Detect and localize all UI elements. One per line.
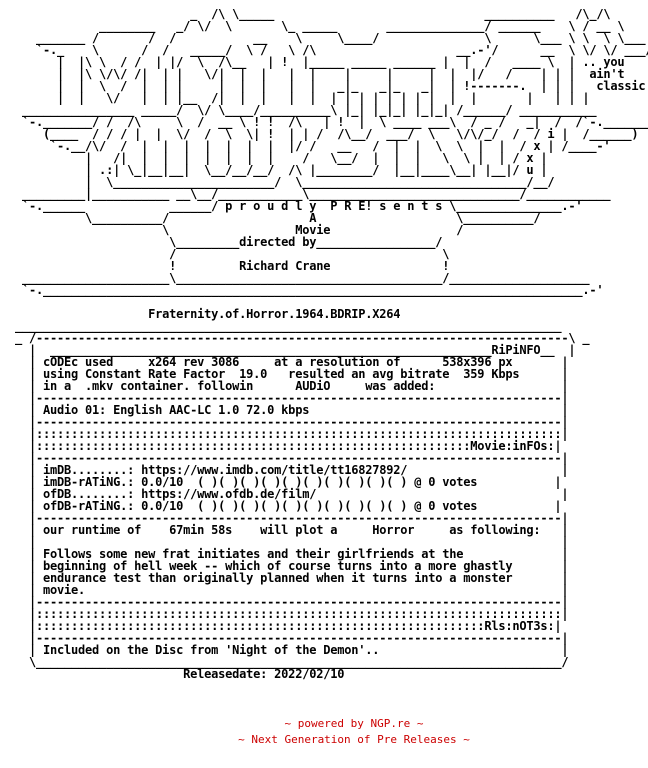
footer-powered-by: ~ powered by NGP.re ~: [284, 717, 424, 730]
footer-tagline: ~ Next Generation of Pre Releases ~: [238, 733, 470, 746]
footer: ~ powered by NGP.re ~ ~ Next Generation …: [0, 716, 648, 748]
nfo-text: _ /\ \_____ __________ /\_/\ ________ _/…: [15, 7, 648, 681]
